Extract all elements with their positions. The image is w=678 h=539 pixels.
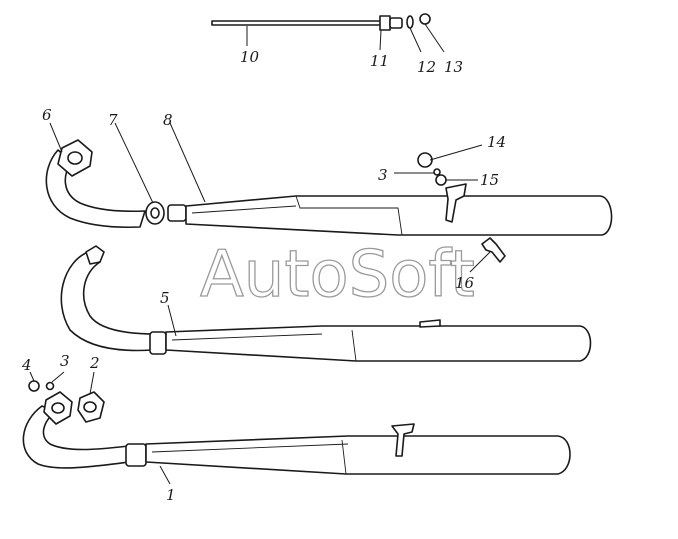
callout-13: 13 xyxy=(444,58,463,76)
callout-1: 1 xyxy=(166,486,176,504)
callout-3-lower: 3 xyxy=(60,352,70,370)
header-pipe-upper xyxy=(45,149,146,229)
muffler-middle xyxy=(165,325,592,362)
rod-washer xyxy=(406,15,414,29)
rod-nut xyxy=(389,17,403,29)
pipe-coupling-middle xyxy=(149,331,167,355)
callout-3-upper: 3 xyxy=(378,166,388,184)
callout-6: 6 xyxy=(42,106,52,124)
callout-5: 5 xyxy=(160,289,170,307)
callout-10: 10 xyxy=(240,48,260,66)
pipe-coupling-lower xyxy=(125,443,147,467)
flange-port xyxy=(67,151,83,165)
callout-7: 7 xyxy=(108,111,118,129)
rod-bushing xyxy=(379,15,391,31)
spring-washer xyxy=(433,168,441,176)
middle-muffler-assembly: 5 xyxy=(60,245,592,362)
lower-muffler-assembly: 4 3 2 1 xyxy=(21,352,571,504)
clamp-sleeve xyxy=(167,204,187,222)
flange-nut xyxy=(28,380,40,392)
gasket-hole xyxy=(83,401,97,413)
header-pipe-lower xyxy=(22,405,131,469)
flange-port-lower xyxy=(51,402,65,414)
callout-11: 11 xyxy=(370,52,389,70)
header-pipe-middle xyxy=(60,251,157,352)
callout-12: 12 xyxy=(417,58,436,76)
callout-2: 2 xyxy=(89,354,100,372)
upper-muffler-assembly: 6 7 8 14 3 15 16 xyxy=(42,106,613,292)
header-flange-middle xyxy=(85,245,105,265)
callout-15: 15 xyxy=(480,171,499,189)
callout-14: 14 xyxy=(487,133,506,151)
callout-4: 4 xyxy=(21,356,32,374)
bracket-washer xyxy=(435,174,447,186)
bracket-nut xyxy=(417,152,433,168)
callout-16: 16 xyxy=(455,274,475,292)
bracket-bolt xyxy=(481,237,506,263)
muffler-bracket-lower xyxy=(391,423,415,457)
flange-washer xyxy=(45,381,55,391)
clamp-bore xyxy=(150,207,160,219)
tie-rod xyxy=(211,20,383,26)
muffler-lower xyxy=(145,435,571,475)
tie-rod-assembly: 10 11 12 13 xyxy=(211,13,463,76)
watermark: AutoSoft xyxy=(200,238,475,312)
muffler-clip xyxy=(419,319,441,328)
muffler-bracket xyxy=(445,183,467,223)
callout-8: 8 xyxy=(163,111,173,129)
rod-cap-nut xyxy=(419,13,431,25)
